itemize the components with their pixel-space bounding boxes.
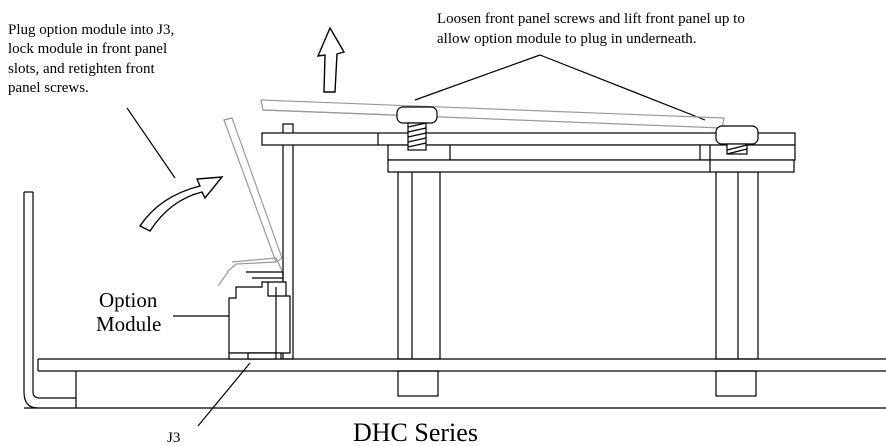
standoff-right	[715, 171, 759, 360]
screw-icon	[396, 106, 438, 151]
loosen-instruction-line-1: Loosen front panel screws and lift front…	[437, 11, 745, 27]
ghost-front-panel	[217, 99, 725, 287]
option-module-label-line-2: Module	[96, 312, 161, 336]
chassis-left-wall	[23, 191, 76, 409]
plug-instruction-line-2: lock module in front panel	[8, 41, 167, 57]
option-module-label-line-1: Option	[99, 288, 158, 312]
foot-left	[397, 370, 439, 397]
j3-connector	[247, 352, 277, 360]
screw-right-icon	[715, 125, 759, 155]
plug-instruction-line-3: slots, and retighten front	[8, 61, 155, 77]
foot-right	[715, 370, 757, 397]
plug-instruction-line-4: panel screws.	[8, 80, 89, 96]
option-module-label: Option Module	[96, 288, 161, 336]
leader-lines	[126, 54, 706, 427]
plug-instruction-line-1: Plug option module into J3,	[8, 22, 174, 38]
main-board	[261, 132, 796, 173]
chassis-base	[24, 358, 886, 409]
series-title: DHC Series	[353, 418, 478, 446]
plug-leader-line	[126, 107, 176, 179]
insert-arrow-icon	[138, 176, 224, 232]
j3-leader-line	[197, 362, 251, 427]
lift-arrow-icon	[316, 26, 346, 93]
connector-label: J3	[167, 430, 180, 446]
screw-leader-line-left	[414, 54, 541, 101]
loosen-instruction: Loosen front panel screws and lift front…	[437, 11, 745, 47]
option-module	[228, 271, 291, 360]
plug-instruction: Plug option module into J3, lock module …	[8, 22, 174, 96]
panel-post	[282, 123, 294, 360]
screw-leader-line-right	[539, 54, 706, 121]
standoff-left	[397, 171, 441, 360]
loosen-instruction-line-2: allow option module to plug in underneat…	[437, 31, 697, 47]
